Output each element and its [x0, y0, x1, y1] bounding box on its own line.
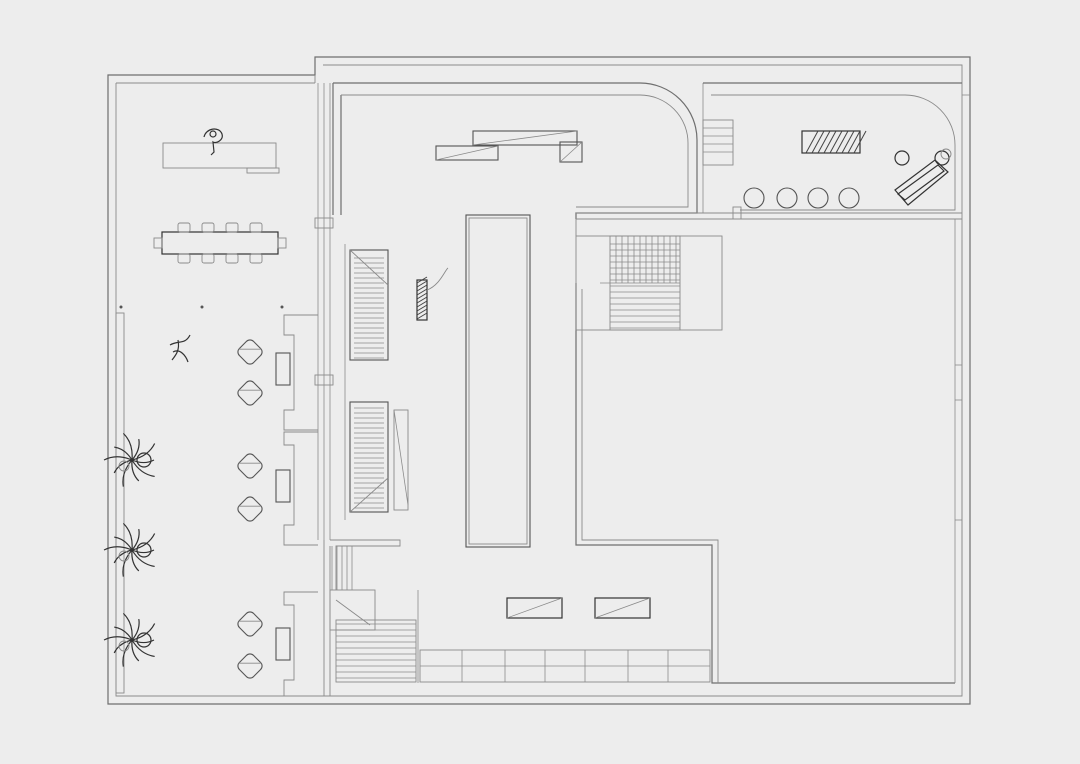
hatch-line: [416, 304, 428, 312]
hatch-line: [853, 130, 867, 154]
potted-plants: [103, 432, 156, 667]
hatch-line: [416, 300, 428, 308]
main-staircase: [575, 235, 723, 331]
display-plinths: [506, 597, 651, 619]
round-stool-icon: [807, 187, 829, 209]
hatched-artwork: [416, 267, 449, 321]
hatch-line: [416, 288, 428, 296]
chair-icon: [225, 222, 239, 233]
person-icon: [203, 128, 223, 156]
lounge-chair-icon: [237, 496, 263, 522]
gallery-plinths: [435, 130, 583, 163]
lounge-chair-icon: [237, 339, 263, 365]
hatch-line: [805, 130, 819, 154]
hatch-line: [829, 130, 843, 154]
chair-icon: [201, 253, 215, 264]
hatch-line: [847, 130, 861, 154]
left-partition-wall: [314, 83, 334, 540]
lower-staircase: [323, 539, 419, 696]
potted-plant-icon: [103, 522, 156, 577]
gallery-room-wall: [332, 82, 704, 219]
hatch-line: [841, 130, 855, 154]
lounge-chair-icon: [237, 453, 263, 479]
window-strip: [115, 312, 125, 694]
lounge-alcoves: [237, 314, 318, 697]
chair-icon: [201, 222, 215, 233]
conference-table: [153, 222, 287, 264]
small-dots: [119, 305, 284, 309]
round-stool-icon: [743, 187, 765, 209]
potted-plant-icon: [103, 432, 156, 487]
exterior-walls: [107, 56, 971, 705]
central-display-table: [465, 214, 531, 548]
piano-icon: [894, 148, 952, 206]
hatch-line: [416, 312, 428, 320]
sculpture-icon: [169, 334, 191, 363]
lounge-chair-icon: [237, 611, 263, 637]
right-hall-walls: [575, 219, 963, 684]
chair-icon: [177, 222, 191, 233]
round-stool-icon: [838, 187, 860, 209]
hatch-line: [416, 292, 428, 300]
hatch-line: [416, 284, 428, 292]
potted-plant-icon: [103, 612, 156, 667]
hatch-line: [817, 130, 831, 154]
side-staircases: [344, 244, 409, 520]
hatch-line: [416, 276, 428, 284]
chair-icon: [177, 253, 191, 264]
chair-icon: [249, 222, 263, 233]
music-room-wall: [575, 82, 962, 236]
hatch-line: [811, 130, 825, 154]
reception-desk: [162, 128, 280, 174]
hatch-line: [823, 130, 837, 154]
hatch-line: [835, 130, 849, 154]
lounge-chair-icon: [237, 380, 263, 406]
chair-icon: [225, 253, 239, 264]
bottom-bench-row: [419, 649, 711, 683]
hatch-line: [416, 308, 428, 316]
music-room-furniture: [743, 130, 952, 209]
hatch-line: [416, 280, 428, 288]
hatch-line: [416, 296, 428, 304]
chair-icon: [249, 253, 263, 264]
lounge-chair-icon: [237, 653, 263, 679]
round-stool-icon: [776, 187, 798, 209]
